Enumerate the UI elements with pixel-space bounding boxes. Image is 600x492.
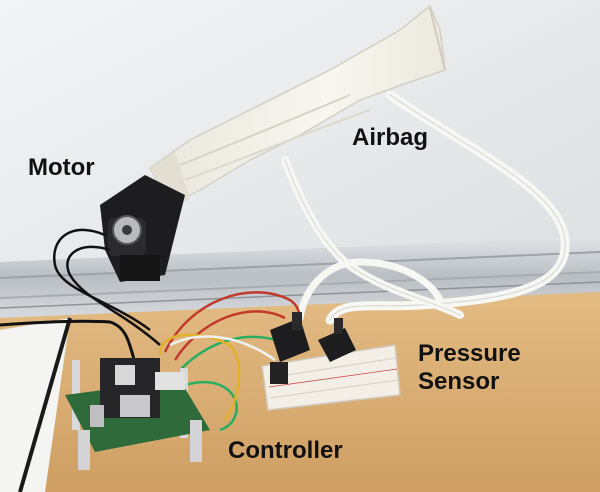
motor (100, 175, 185, 282)
motor-cables (0, 228, 161, 381)
table-edge-line (18, 317, 72, 492)
table-edge (0, 318, 70, 492)
pressure-sensor-label-line1: Pressure (418, 340, 521, 367)
pressure-sensors (270, 312, 356, 384)
airbag (149, 4, 446, 206)
airbag-label: Airbag (352, 124, 429, 151)
controller-label: Controller (228, 437, 343, 464)
motor-label: Motor (28, 154, 95, 181)
pressure-sensor-label-line2: Sensor (418, 368, 500, 395)
pressure-sensor-label: Pressure Sensor (418, 340, 521, 396)
air-tubing (281, 90, 570, 325)
controller-board (65, 358, 210, 470)
